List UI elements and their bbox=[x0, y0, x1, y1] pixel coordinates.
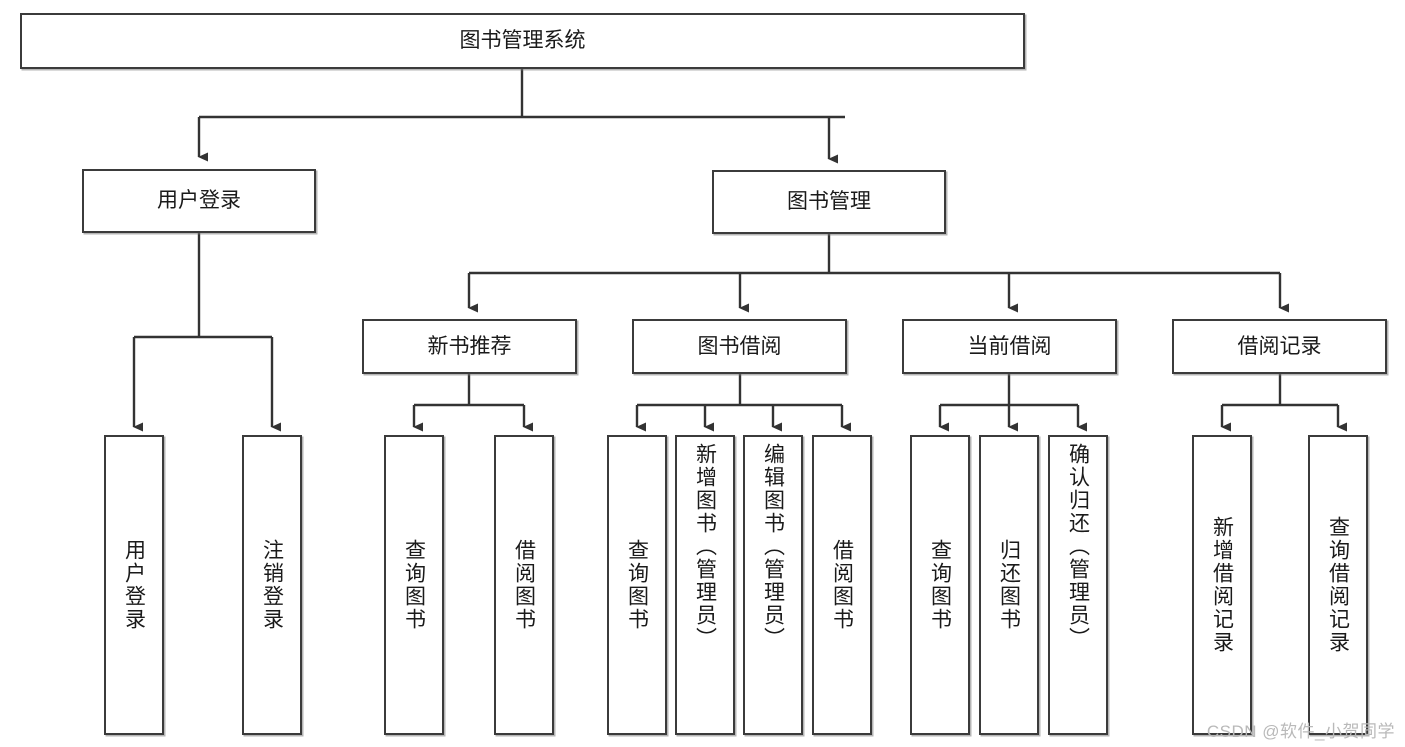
node-label: 图书管理 bbox=[787, 190, 871, 214]
node-label: 用户登录 bbox=[157, 189, 241, 213]
node-label: 查询借阅记录 bbox=[1326, 516, 1350, 654]
node-user-login[interactable]: 用户登录 bbox=[82, 169, 316, 233]
node-label: 新增图书（管理员） bbox=[693, 443, 717, 650]
node-label: 借阅图书 bbox=[512, 539, 536, 631]
node-label: 新书推荐 bbox=[427, 334, 512, 358]
node-label: 注销登录 bbox=[260, 539, 284, 631]
node-label: 查询图书 bbox=[625, 539, 649, 631]
leaf-user-login[interactable]: 用户登录 bbox=[104, 435, 164, 735]
leaf-cb-confirm-return[interactable]: 确认归还（管理员） bbox=[1048, 435, 1108, 735]
node-label: 归还图书 bbox=[997, 539, 1021, 631]
node-label: 查询图书 bbox=[928, 539, 952, 631]
leaf-bb-add-book[interactable]: 新增图书（管理员） bbox=[675, 435, 735, 735]
node-book-borrow[interactable]: 图书借阅 bbox=[632, 319, 847, 374]
node-book-manage[interactable]: 图书管理 bbox=[712, 170, 946, 234]
watermark-text: CSDN @软件_小贺同学 bbox=[1206, 722, 1395, 741]
node-root-system[interactable]: 图书管理系统 bbox=[20, 13, 1025, 69]
leaf-br-add-record[interactable]: 新增借阅记录 bbox=[1192, 435, 1252, 735]
node-label: 图书借阅 bbox=[697, 334, 782, 358]
node-label: 查询图书 bbox=[402, 539, 426, 631]
node-label: 新增借阅记录 bbox=[1210, 516, 1234, 654]
node-current-borrow[interactable]: 当前借阅 bbox=[902, 319, 1117, 374]
leaf-bb-borrow-book[interactable]: 借阅图书 bbox=[812, 435, 872, 735]
node-label: 借阅图书 bbox=[830, 539, 854, 631]
node-label: 用户登录 bbox=[122, 539, 146, 631]
leaf-bb-edit-book[interactable]: 编辑图书（管理员） bbox=[743, 435, 803, 735]
leaf-nb-borrow-book[interactable]: 借阅图书 bbox=[494, 435, 554, 735]
node-label: 当前借阅 bbox=[967, 334, 1052, 358]
node-borrow-record[interactable]: 借阅记录 bbox=[1172, 319, 1387, 374]
node-label: 图书管理系统 bbox=[459, 29, 586, 53]
node-label: 确认归还（管理员） bbox=[1066, 443, 1090, 650]
leaf-cb-return-book[interactable]: 归还图书 bbox=[979, 435, 1039, 735]
node-label: 编辑图书（管理员） bbox=[761, 443, 785, 650]
leaf-cb-query-book[interactable]: 查询图书 bbox=[910, 435, 970, 735]
leaf-nb-query-book[interactable]: 查询图书 bbox=[384, 435, 444, 735]
leaf-bb-query-book[interactable]: 查询图书 bbox=[607, 435, 667, 735]
leaf-br-query-record[interactable]: 查询借阅记录 bbox=[1308, 435, 1368, 735]
leaf-logout[interactable]: 注销登录 bbox=[242, 435, 302, 735]
node-label: 借阅记录 bbox=[1237, 334, 1322, 358]
node-new-book-recommend[interactable]: 新书推荐 bbox=[362, 319, 577, 374]
